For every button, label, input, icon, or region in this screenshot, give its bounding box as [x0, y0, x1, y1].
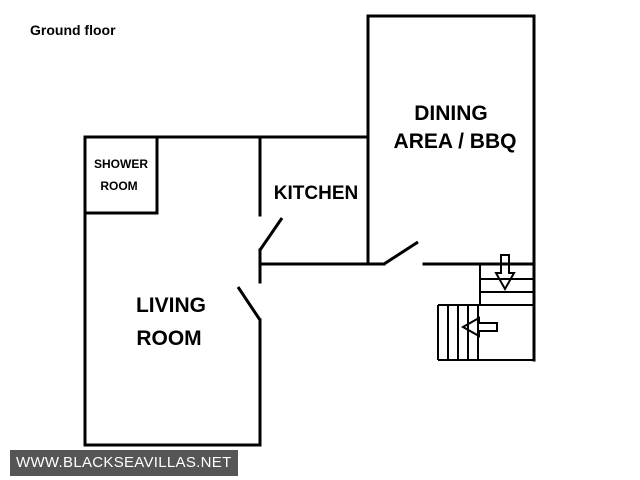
living-room-label-line1: LIVING: [136, 294, 206, 317]
stairs: [437, 254, 534, 361]
living-door: [236, 286, 262, 321]
kitchen-label: KITCHEN: [274, 183, 358, 204]
dining-door: [383, 240, 419, 266]
down-arrow-icon: [494, 254, 516, 292]
shower-room-box: [83, 135, 159, 215]
shower-room-label-line1: SHOWER: [94, 157, 148, 171]
walls: [83, 14, 536, 447]
website-watermark: WWW.BLACKSEAVILLAS.NET: [10, 450, 238, 476]
dining-label-line1: DINING: [414, 102, 488, 125]
left-arrow-icon: [460, 316, 498, 338]
shower-room-label-line2: ROOM: [100, 179, 137, 193]
plan-title: Ground floor: [30, 22, 116, 38]
kitchen-door: [258, 217, 284, 251]
doors: [236, 217, 419, 321]
dining-label-line2: AREA / BBQ: [394, 130, 517, 153]
living-room-label-line2: ROOM: [136, 327, 201, 350]
